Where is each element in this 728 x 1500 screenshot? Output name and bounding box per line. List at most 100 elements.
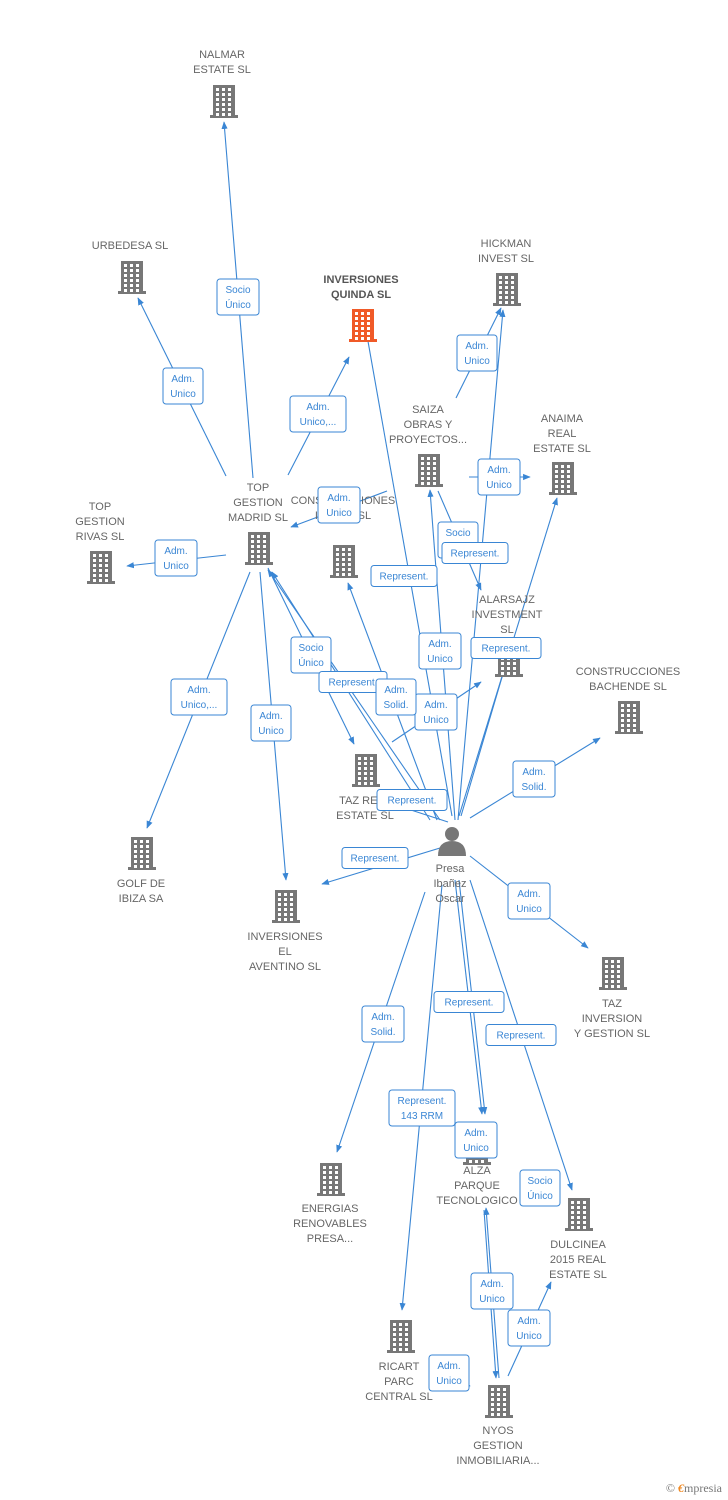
node-label-line: ENERGIAS [302,1203,359,1215]
edge-label-text: Adm. [428,639,451,650]
edge-label-presa-to-tazinv[interactable]: Adm.Unico [507,882,551,920]
node-label-line: TOP [89,501,111,513]
edge-label-text: Unico,... [300,417,337,428]
node-saiza[interactable]: SAIZA OBRAS Y PROYECTOS... [389,404,467,487]
edge-label-topmadrid-to-quinda[interactable]: Adm.Unico,... [289,395,347,433]
node-label-line: OBRAS Y [404,419,453,431]
node-label-line: NALMAR [199,49,245,61]
edge-label-topmadrid-to-urbedesa[interactable]: Adm.Unico [162,367,204,405]
node-label-line: Y GESTION SL [574,1028,650,1040]
node-label-line: TAZ [602,998,622,1010]
node-label-line: ANAIMA [541,413,584,425]
building-icon [615,701,643,734]
empresia-brand[interactable]: © €mpresia [666,1481,722,1496]
edge-label-text: Unico [326,508,352,519]
person-icon [438,827,466,856]
node-label-line: INVEST SL [478,253,534,265]
building-icon [565,1198,593,1231]
node-label-line: INMOBILIARIA... [456,1455,539,1467]
edge-label-text: Unico [436,1376,462,1387]
edge-label-text: Unico [427,654,453,665]
edge-labels-layer: SocioÚnicoAdm.UnicoAdm.Unico,...Adm.Unic… [154,278,561,1392]
edge-label-presa-to-alarsa[interactable]: Represent. [470,637,542,659]
edge-label-text: Unico [170,389,196,400]
edge-label-alza-to-nyos[interactable]: Adm.Unico [470,1272,514,1310]
edge-label-text: Unico,... [181,700,218,711]
building-icon [87,551,115,584]
edge-label-text: Adm. [371,1012,394,1023]
edge-label-presa-to-hickman[interactable]: Adm.Unico [456,334,498,372]
edge-label-text: Unico [516,904,542,915]
edge-label-presa-to-alarsa[interactable]: Adm.Unico [414,693,458,731]
edge-label-topmadrid-to-toprivas[interactable]: Adm.Unico [154,539,198,577]
node-label-line: RICART [379,1361,420,1373]
building-icon [387,1320,415,1353]
edge-label-text: Adm. [465,341,488,352]
node-label-line: BACHENDE SL [589,681,667,693]
edge-label-presa-to-saiza[interactable]: Adm. Unico [418,632,462,670]
edge-label-presa-to-alza[interactable]: Represent. [433,991,505,1013]
node-label-line: PROYECTOS... [389,434,467,446]
node-label-line: ESTATE SL [336,810,394,822]
edge-label-presa-to-ricart[interactable]: Represent.143 RRM [388,1089,456,1127]
edge-label-text: Adm. [522,767,545,778]
edge-label-topmadrid-to-golf[interactable]: Adm.Unico,... [170,678,228,716]
edge-label-ricart-to-nyos[interactable]: Adm.Unico [428,1354,470,1392]
edge-label-text: Represent. [451,549,500,560]
edge-label-text: Adm. [480,1279,503,1290]
edge-label-saiza-to-anaima[interactable]: Adm.Unico [477,458,521,496]
edge-label-text: Socio [445,528,470,539]
node-label-line: QUINDA SL [331,289,391,301]
node-label-line: Ibañez [433,878,466,890]
edge-label-presa-to-alza[interactable]: Adm.Unico [454,1121,498,1159]
edge-label-presa-to-anaima[interactable]: Represent. [441,542,509,564]
edge-presa-to-topmadrid [267,569,441,821]
node-label-line: PRESA... [307,1233,353,1245]
edge-label-presa-to-bachende[interactable]: Adm.Solid. [512,760,556,798]
node-energias[interactable]: ENERGIASRENOVABLESPRESA... [293,1163,367,1245]
edge-label-presa-to-tazreal[interactable]: Represent. [376,789,448,811]
edge-label-text: Único [527,1189,553,1202]
edge-label-text: Solid. [383,700,408,711]
node-label-line: SAIZA [412,404,444,416]
edge-label-presa-to-energias[interactable]: Adm.Solid. [361,1005,405,1043]
edge-label-text: Adm. [259,711,282,722]
edge-label-text: Represent. [398,1096,447,1107]
node-label-line: INVESTMENT [472,609,543,621]
edge-label-presa-to-topmadrid[interactable]: Adm.Solid. [375,678,417,716]
node-label-line: Presa [436,863,466,875]
node-label-line: NYOS [482,1425,513,1437]
edge-label-presa-to-aventino[interactable]: Represent. [341,847,409,869]
node-label-line: TECNOLOGICO [436,1195,518,1207]
edge-label-nyos-to-dulcinea[interactable]: Adm.Unico [507,1309,551,1347]
node-label-line: INVERSIONES [247,931,322,943]
node-label-line: RIVAS SL [76,531,125,543]
edge-label-saiza-to-topmadrid[interactable]: Adm.Unico [317,486,361,524]
node-urbedesa[interactable]: URBEDESA SL [92,240,168,294]
edge-label-topmadrid-to-aventino[interactable]: Adm.Unico [250,704,292,742]
node-label-line: SL [500,624,513,636]
edge-label-presa-to-dulcinea[interactable]: Represent. [485,1024,557,1046]
node-nyos[interactable]: NYOSGESTIONINMOBILIARIA... [456,1385,540,1467]
edge-label-text: Unico [163,561,189,572]
edge-label-presa-to-ibanez[interactable]: Represent. [370,565,438,587]
